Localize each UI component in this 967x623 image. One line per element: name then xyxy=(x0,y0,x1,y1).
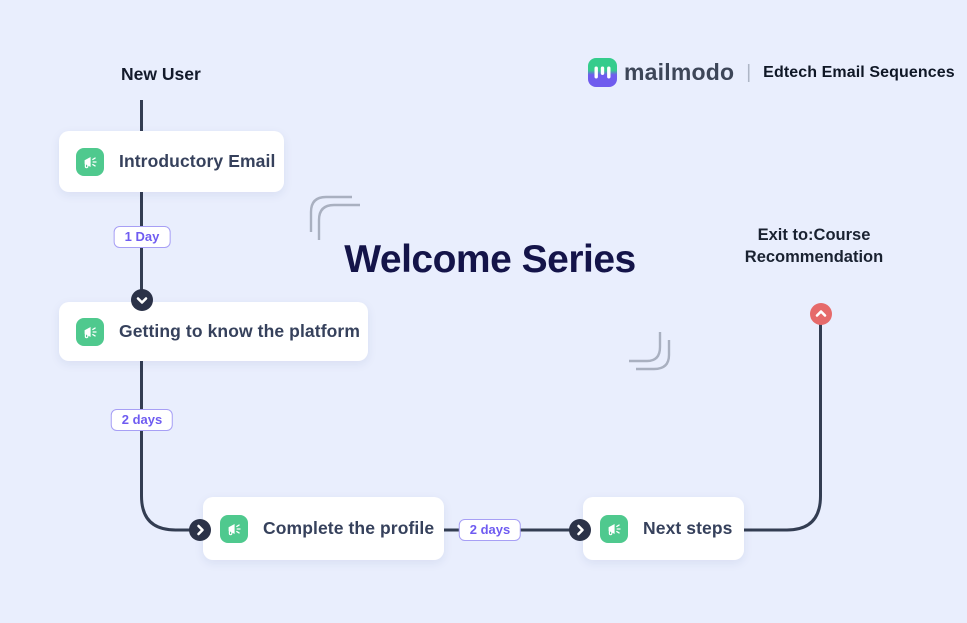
node-label: Introductory Email xyxy=(119,151,276,171)
connector-entry-to-profile xyxy=(140,100,191,532)
chevron-right-icon[interactable] xyxy=(189,519,211,541)
corner-bracket-top-left-decoration xyxy=(317,203,360,240)
delay-badge[interactable]: 1 Day xyxy=(113,226,171,248)
node-label: Complete the profile xyxy=(263,518,435,538)
header-divider: | xyxy=(746,61,752,83)
corner-bracket-top-left-decoration xyxy=(309,195,352,232)
email-node-introductory-email[interactable]: Introductory Email xyxy=(59,131,284,192)
megaphone-icon xyxy=(76,317,104,346)
megaphone-icon xyxy=(600,514,628,543)
brand-name: mailmodo xyxy=(624,59,735,85)
megaphone-icon xyxy=(220,514,248,543)
exit-label-line2: Recommendation xyxy=(744,248,884,266)
corner-bracket-bottom-right-decoration xyxy=(629,332,662,363)
node-label: Getting to know the platform xyxy=(119,321,360,341)
header: mailmodo | Edtech Email Sequences xyxy=(588,58,955,87)
page-title: Welcome Series xyxy=(344,238,636,281)
email-node-getting-to-know-platform[interactable]: Getting to know the platform xyxy=(59,302,368,361)
chevron-right-icon[interactable] xyxy=(569,519,591,541)
exit-label-line1: Exit to:Course xyxy=(757,226,871,244)
entry-label: New User xyxy=(121,64,201,84)
node-label: Next steps xyxy=(643,518,733,538)
exit-label: Exit to:Course Recommendation xyxy=(745,224,883,268)
delay-badge[interactable]: 2 days xyxy=(458,519,522,541)
connector-nextsteps-to-exit xyxy=(744,324,822,532)
delay-badge[interactable]: 2 days xyxy=(110,409,174,431)
email-node-next-steps[interactable]: Next steps xyxy=(583,497,744,560)
chevron-down-icon[interactable] xyxy=(130,289,153,311)
megaphone-icon xyxy=(76,147,104,176)
mailmodo-logo-icon xyxy=(588,58,617,87)
chevron-up-icon[interactable] xyxy=(809,303,832,325)
header-subtitle: Edtech Email Sequences xyxy=(763,63,955,81)
corner-bracket-bottom-right-decoration xyxy=(636,340,671,371)
email-node-complete-the-profile[interactable]: Complete the profile xyxy=(203,497,444,560)
